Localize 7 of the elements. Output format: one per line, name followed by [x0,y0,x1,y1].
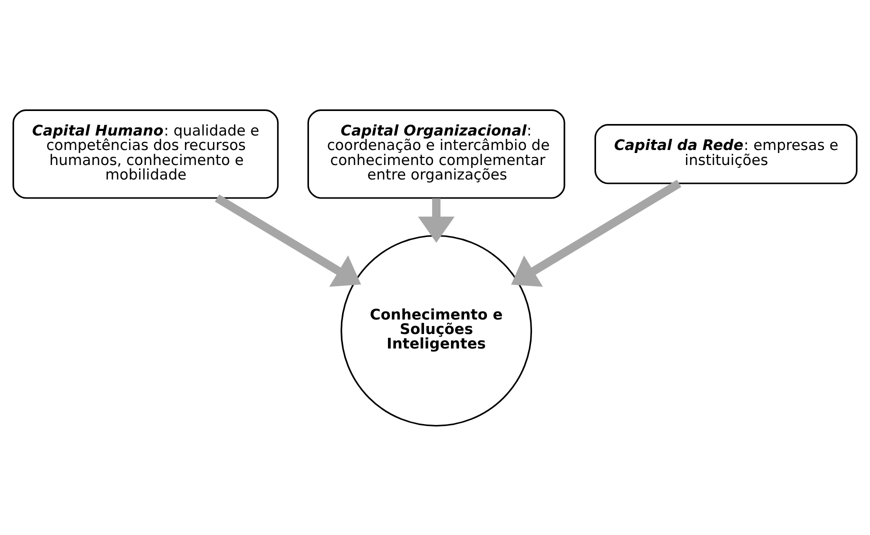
node-box: Capital Organizacional: coordenação e intercâmbio de conhecimento complementar entre organizações [307,108,566,198]
arrow [418,198,455,242]
node-box: Capital da Rede: empresas e instituições [594,124,858,184]
arrow [214,194,362,286]
arrow [511,179,682,286]
node-circle: Conhecimento e Soluções Inteligentes [340,234,532,426]
node-box: Capital Humano: qualidade e competências dos recursos humanos, conhecimento e mobilidade [12,108,279,198]
